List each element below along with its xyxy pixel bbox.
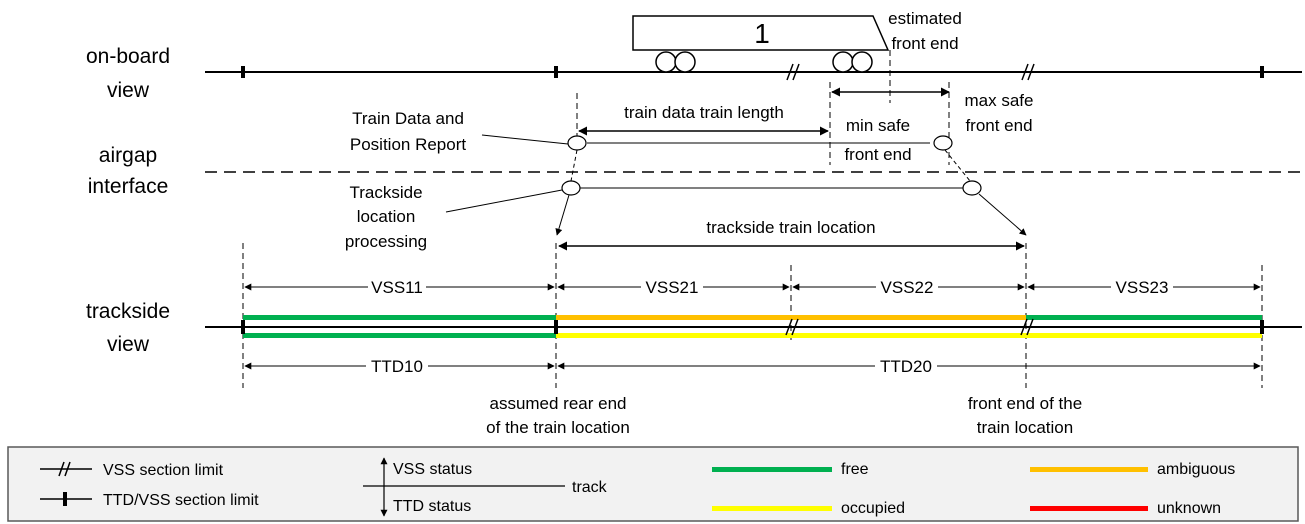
front-processing-arrow xyxy=(978,193,1027,236)
ttd-limit-2 xyxy=(554,320,558,334)
rear-processing-arrow xyxy=(555,194,570,236)
ttd10-status-free xyxy=(243,333,556,338)
onboard-vss-limit-2 xyxy=(1021,63,1035,81)
onboard-ttd-limit-3 xyxy=(1260,66,1264,78)
front-end-label: front end of the xyxy=(968,394,1082,413)
legend-occupied-swatch xyxy=(712,506,832,511)
legend: VSS section limit TTD/VSS section limit … xyxy=(7,446,1299,522)
min-safe-front-end-label: min safe xyxy=(846,116,910,135)
vss-limit-1 xyxy=(785,318,799,336)
vss23-label: VSS23 xyxy=(1116,278,1169,297)
report-callout-line xyxy=(481,134,569,145)
train-vehicle: 1 xyxy=(632,15,890,73)
trackside-location-label: trackside train location xyxy=(706,218,875,237)
onboard-view-label-2: view xyxy=(107,79,150,102)
ttd10-label: TTD10 xyxy=(371,357,423,376)
onboard-ttd-limit-2 xyxy=(554,66,558,78)
vss21-22-status-ambiguous xyxy=(556,315,1026,320)
report-front-point xyxy=(933,135,953,151)
onboard-view-label: on-board xyxy=(86,45,170,68)
trackside-front-point xyxy=(962,180,982,196)
trackside-track xyxy=(205,315,1302,338)
min-safe-front-end-label-2: front end xyxy=(844,145,911,164)
estimated-front-end-label-2: front end xyxy=(891,34,958,53)
legend-free-swatch xyxy=(712,467,832,472)
processing-label: Trackside xyxy=(349,183,422,202)
vss23-status-free xyxy=(1026,315,1262,320)
vss11-label: VSS11 xyxy=(371,278,423,297)
train-data-length-label: train data train length xyxy=(624,103,784,122)
legend-vss-status-label: VSS status xyxy=(393,461,472,478)
status-track-icon xyxy=(363,457,565,517)
processing-callout-line xyxy=(445,189,563,213)
legend-ambiguous-label: ambiguous xyxy=(1157,461,1235,478)
airgap-interface-label-2: interface xyxy=(88,175,169,198)
position-report-label-2: Position Report xyxy=(350,135,467,154)
vss-section-limit-icon xyxy=(40,461,92,477)
legend-free-label: free xyxy=(841,461,869,478)
trackside-rear-point xyxy=(561,180,581,196)
legend-ambiguous-swatch xyxy=(1030,467,1148,472)
onboard-ttd-limit-1 xyxy=(241,66,245,78)
legend-vss-limit-label: VSS section limit xyxy=(103,462,224,479)
wheel xyxy=(832,51,854,73)
processing-label-2: location xyxy=(357,207,416,226)
legend-ttd-limit-label: TTD/VSS section limit xyxy=(103,492,259,509)
ttd20-status-occupied xyxy=(556,333,1262,338)
airgap-interface-label: airgap xyxy=(99,144,157,167)
ttd-section-limit-icon xyxy=(40,492,92,506)
max-safe-front-end-label: max safe xyxy=(965,91,1034,110)
front-end-label-2: train location xyxy=(977,418,1073,437)
legend-track-label: track xyxy=(572,479,608,496)
position-report-label: Train Data and xyxy=(352,109,464,128)
vss22-label: VSS22 xyxy=(881,278,934,297)
rear-end-label: assumed rear end xyxy=(489,394,626,413)
trackside-view-label: trackside xyxy=(86,300,170,323)
ttd-limit-1 xyxy=(241,320,245,334)
wheel xyxy=(674,51,696,73)
legend-occupied-label: occupied xyxy=(841,500,905,517)
max-safe-front-end-label-2: front end xyxy=(965,116,1032,135)
legend-ttd-status-label: TTD status xyxy=(393,498,471,515)
vss-limit-2 xyxy=(1020,318,1034,336)
train-number: 1 xyxy=(754,18,770,49)
rear-connector xyxy=(570,149,578,182)
processing-label-3: processing xyxy=(345,232,427,251)
vss21-label: VSS21 xyxy=(646,278,699,297)
vss11-status-free xyxy=(243,315,556,320)
report-rear-point xyxy=(567,135,587,151)
estimated-front-end-label: estimated xyxy=(888,9,962,28)
onboard-track xyxy=(205,63,1302,81)
wheel xyxy=(851,51,873,73)
legend-unknown-swatch xyxy=(1030,506,1148,511)
trackside-view-label-2: view xyxy=(107,333,150,356)
rear-end-label-2: of the train location xyxy=(486,418,630,437)
legend-unknown-label: unknown xyxy=(1157,500,1221,517)
onboard-vss-limit-1 xyxy=(786,63,800,81)
wheel xyxy=(655,51,677,73)
ttd20-label: TTD20 xyxy=(880,357,932,376)
ttd-limit-3 xyxy=(1260,320,1264,334)
